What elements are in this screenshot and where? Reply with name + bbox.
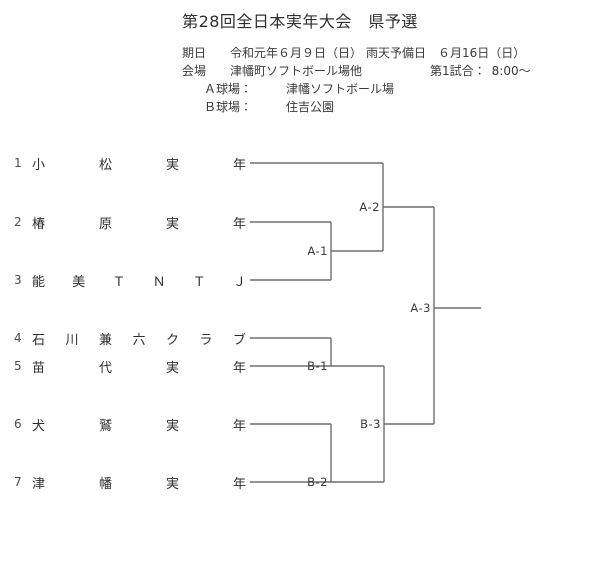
page-title: 第28回全日本実年大会 県予選 [182,12,418,31]
field-a-value: 津幡ソフトボール場 [286,82,395,96]
team-char: Ｔ [192,274,206,290]
seed-row-1[interactable]: 1 小 松 実 年 [14,153,254,173]
team-char: 実 [165,157,179,173]
team-char: 兼 [98,332,112,348]
team-char: 年 [232,476,246,492]
date-value: 令和元年６月９日（日） [230,46,363,60]
date-label: 期日 [182,46,207,60]
seed-number: 6 [14,417,22,431]
team-char: 年 [232,216,246,232]
team-char: ク [165,332,179,348]
seed-row-3[interactable]: 3 能 美 Ｔ Ｎ Ｔ Ｊ [14,270,254,290]
team-char: 実 [165,216,179,232]
team-char: 石 [32,332,46,348]
team-char: 実 [165,360,179,376]
field-a-label: Ａ球場： [204,82,253,96]
seed-row-7[interactable]: 7 津 幡 実 年 [14,472,254,492]
seed-number: 4 [14,331,22,345]
team-char: 川 [65,332,79,348]
team-char: 小 [32,157,46,173]
team-char: 苗 [32,360,46,376]
team-char: 能 [32,274,46,290]
team-name-3: 能 美 Ｔ Ｎ Ｔ Ｊ [32,271,254,290]
venue-value: 津幡町ソフトボール場他 [230,64,363,78]
seed-row-5[interactable]: 5 苗 代 実 年 [14,356,254,376]
match-label-a1[interactable]: A-1 [307,244,328,258]
team-name-2: 椿 原 実 年 [32,213,254,232]
team-char: Ｊ [232,274,246,290]
team-char: 椿 [32,216,46,232]
info-row-field-a: Ａ球場： 津幡ソフトボール場 [182,80,531,98]
tournament-bracket: 1 小 松 実 年 2 椿 原 実 年 3 能 美 Ｔ Ｎ Ｔ Ｊ 4 石 [0,140,600,540]
team-name-4: 石 川 兼 六 ク ラ ブ [32,329,254,348]
team-char: Ｔ [112,274,126,290]
team-char: 年 [232,360,246,376]
team-char: 実 [165,476,179,492]
team-char: ラ [199,332,213,348]
team-char: 美 [72,274,86,290]
team-char: 幡 [98,476,112,492]
info-row-field-b: Ｂ球場： 住吉公園 [182,98,531,116]
seed-number: 2 [14,215,22,229]
seed-row-2[interactable]: 2 椿 原 実 年 [14,212,254,232]
team-char: 実 [165,418,179,434]
bracket-lines [250,162,481,483]
seed-number: 1 [14,156,22,170]
team-char: 犬 [32,418,46,434]
seed-row-4[interactable]: 4 石 川 兼 六 ク ラ ブ [14,328,254,348]
team-char: Ｎ [152,274,166,290]
team-char: 六 [132,332,146,348]
team-name-7: 津 幡 実 年 [32,473,254,492]
field-b-value: 住吉公園 [286,100,335,114]
team-name-5: 苗 代 実 年 [32,357,254,376]
info-row-venue: 会場 津幡町ソフトボール場他 第1試合： 8:00〜 [182,62,531,80]
match-label-b1[interactable]: B-1 [307,359,328,373]
seed-number: 5 [14,359,22,373]
match-label-a3[interactable]: A-3 [410,301,431,315]
first-game-time: 8:00〜 [491,64,531,78]
seed-number: 7 [14,475,22,489]
team-char: 松 [98,157,112,173]
match-label-b2[interactable]: B-2 [307,475,328,489]
team-name-6: 犬 鷲 実 年 [32,415,254,434]
rain-date-value: ６月16日（日） [438,46,526,60]
team-char: 鷲 [98,418,112,434]
team-name-1: 小 松 実 年 [32,154,254,173]
rain-date-label: 雨天予備日 [366,46,427,60]
seed-number: 3 [14,273,22,287]
info-row-date: 期日 令和元年６月９日（日） 雨天予備日 ６月16日（日） [182,44,531,62]
team-char: 原 [98,216,112,232]
match-label-a2[interactable]: A-2 [359,200,380,214]
match-label-b3[interactable]: B-3 [360,417,381,431]
event-info-block: 期日 令和元年６月９日（日） 雨天予備日 ６月16日（日） 会場 津幡町ソフトボ… [182,44,531,116]
team-char: 代 [98,360,112,376]
team-char: 津 [32,476,46,492]
team-char: 年 [232,418,246,434]
team-char: 年 [232,157,246,173]
first-game-label: 第1試合： [430,64,486,78]
team-char: ブ [232,332,246,348]
seed-row-6[interactable]: 6 犬 鷲 実 年 [14,414,254,434]
venue-label: 会場 [182,64,207,78]
field-b-label: Ｂ球場： [204,100,253,114]
